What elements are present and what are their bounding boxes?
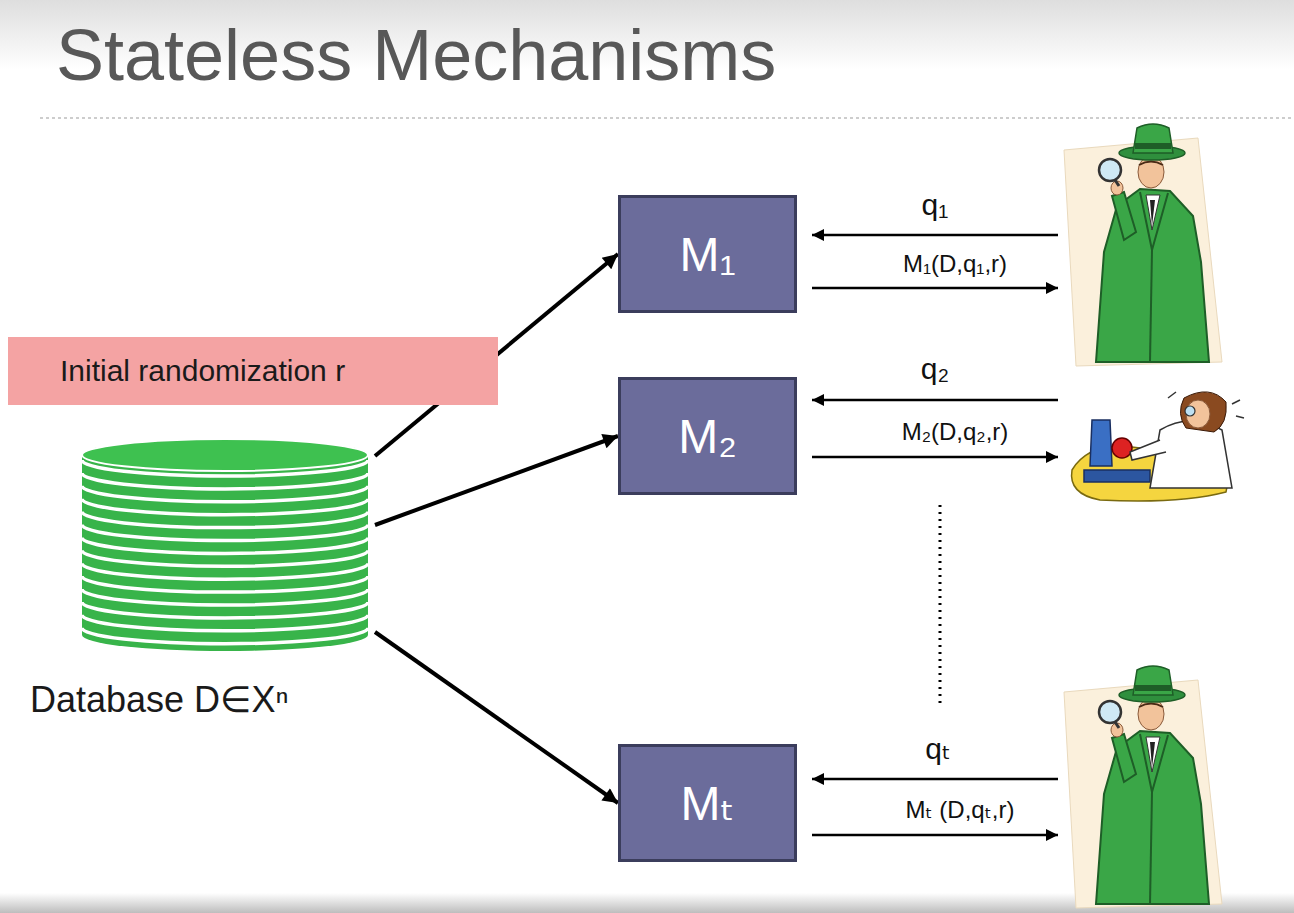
mechanism-label: M₂	[678, 409, 737, 464]
band-label: Initial randomization r	[60, 354, 498, 388]
cylinder-shape	[80, 437, 370, 657]
database-cylinder: Database D∈Xⁿ	[25, 435, 375, 725]
query-arrows	[812, 235, 1058, 835]
analyst-figure	[1064, 666, 1222, 908]
answer-label: M₂(D,q₂,r)	[902, 418, 1009, 446]
mechanism-box: Mₜ	[618, 744, 797, 862]
scientist-figure	[1072, 392, 1244, 501]
query-label: q₂	[921, 352, 949, 386]
title-rule	[40, 117, 1294, 119]
data-arrow	[375, 632, 618, 803]
mechanism-box: M₂	[618, 377, 797, 495]
database-label: Database D∈Xⁿ	[30, 679, 289, 721]
mechanism-box: M₁	[618, 195, 797, 313]
mechanism-label: Mₜ	[680, 775, 734, 831]
ellipsis-dots	[939, 505, 942, 705]
data-arrow	[375, 436, 618, 525]
randomization-band: Initial randomization r	[8, 337, 498, 405]
slide-title: Stateless Mechanisms	[56, 14, 776, 96]
query-label: q₁	[922, 188, 949, 222]
answer-label: M₁(D,q₁,r)	[903, 250, 1007, 278]
query-label: qₜ	[925, 731, 951, 766]
answer-label: Mₜ (D,qₜ,r)	[906, 796, 1015, 824]
analyst-figure	[1064, 124, 1222, 366]
mechanism-label: M₁	[679, 227, 735, 282]
